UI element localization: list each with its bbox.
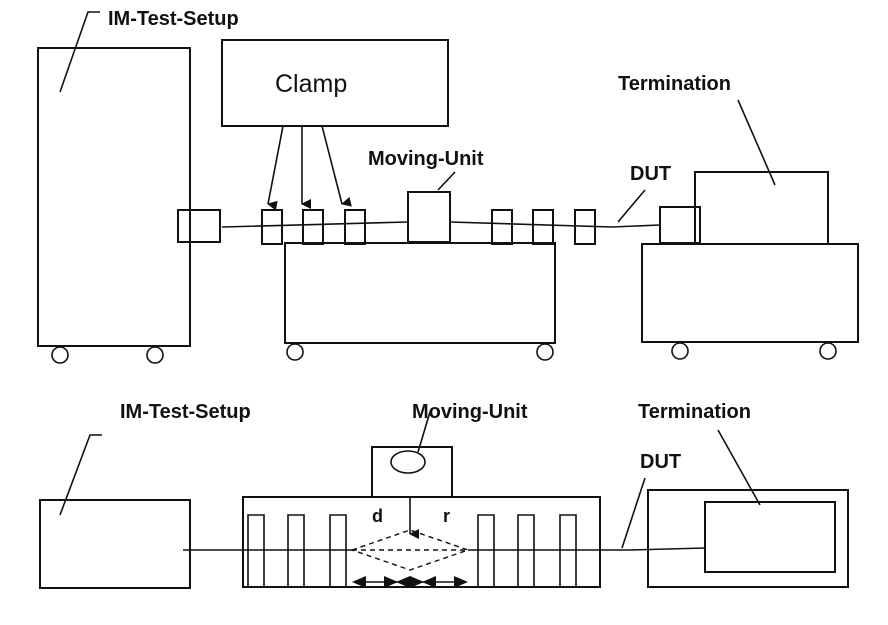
- bottom-view: IM-Test-Setup Moving-Unit d r: [39, 401, 849, 589]
- bottom-im-test-setup-leader: [59, 434, 102, 516]
- top-termination-table: [641, 243, 859, 360]
- bottom-termination-inner-box: [704, 501, 836, 573]
- bottom-dut-leader: [621, 477, 646, 549]
- top-clamp-ring-1: [261, 209, 283, 245]
- top-ring-4: [491, 209, 513, 245]
- top-termination-label: Termination: [618, 73, 731, 95]
- top-moving-unit-box: [407, 191, 451, 243]
- top-view: IM-Test-Setup Clamp Moving-Unit: [37, 8, 859, 364]
- top-clamp-ring-2: [302, 209, 324, 245]
- top-im-test-setup-cabinet: [37, 47, 191, 364]
- bottom-movement-arrows: [352, 576, 468, 588]
- clamp-arrows: [267, 125, 352, 211]
- top-ring-6: [574, 209, 596, 245]
- bottom-dut-label: DUT: [640, 451, 681, 473]
- bottom-im-test-setup-box: [39, 499, 191, 589]
- bottom-r-label: r: [443, 506, 450, 526]
- bottom-termination-outer-box: [647, 489, 849, 588]
- bottom-termination-leader: [717, 429, 761, 506]
- top-moving-table: [284, 242, 556, 361]
- top-moving-unit-leader: [437, 171, 456, 191]
- bottom-moving-unit-sensor: [390, 450, 426, 474]
- top-clamp-label: Clamp: [275, 70, 347, 98]
- bottom-clamp-fingers-left: [247, 514, 347, 587]
- bottom-field-diamond: [349, 529, 471, 571]
- top-dut-label: DUT: [630, 163, 671, 185]
- bottom-d-label: d: [372, 506, 383, 526]
- top-cable-connector-left: [177, 209, 221, 243]
- bottom-moving-unit-label: Moving-Unit: [412, 401, 528, 423]
- top-clamp-ring-3: [344, 209, 366, 245]
- top-dut-leader: [617, 189, 646, 223]
- bottom-clamp-fingers-right: [477, 514, 577, 587]
- top-ring-5: [532, 209, 554, 245]
- clamp-arrow-3: [321, 125, 352, 207]
- bottom-clamp-frame: [242, 496, 601, 588]
- bottom-im-test-setup-label: IM-Test-Setup: [120, 401, 251, 423]
- bottom-dut-cable: [183, 547, 706, 551]
- top-im-test-setup-leader: [59, 11, 100, 93]
- top-termination-box: [694, 171, 829, 245]
- clamp-arrow-1: [267, 125, 284, 211]
- top-termination-leader: [737, 99, 776, 186]
- top-moving-unit-label: Moving-Unit: [368, 148, 484, 170]
- top-im-test-setup-label: IM-Test-Setup: [108, 8, 239, 30]
- top-clamp-box: [221, 39, 449, 127]
- bottom-moving-unit-leader: [417, 411, 431, 453]
- top-dut-cable: [221, 221, 661, 228]
- bottom-termination-label: Termination: [638, 401, 751, 423]
